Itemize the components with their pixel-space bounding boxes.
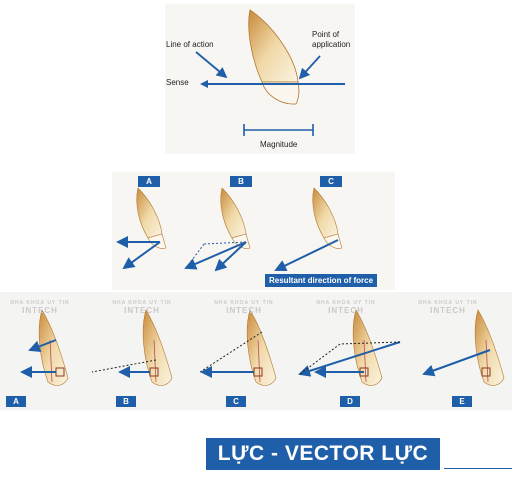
bottom-force-c-dashed (199, 331, 263, 373)
force-c-resultant (274, 239, 339, 272)
bottom-tooth-b (142, 309, 173, 386)
page-title: LỰC - VECTOR LỰC (206, 438, 440, 470)
top-tooth (248, 9, 300, 105)
bottom-force-b-dashed (91, 359, 157, 373)
force-b-dashed-1 (203, 241, 247, 245)
bottom-force-d-dashed-2 (299, 343, 341, 375)
middle-label-c: C (320, 176, 342, 187)
bottom-label-c: C (226, 396, 246, 407)
middle-tooth-a (136, 187, 167, 249)
force-b-dashed-2 (185, 243, 205, 269)
magnitude-bracket (243, 124, 314, 136)
label-magnitude: Magnitude (260, 140, 298, 149)
bottom-label-e: E (452, 396, 472, 407)
bottom-force-d-resultant (298, 341, 401, 377)
resultant-direction-label: Resultant direction of force (265, 274, 378, 287)
bottom-tooth-c (246, 309, 277, 386)
bottom-tooth-d (352, 309, 383, 386)
bottom-tooth-a (38, 309, 69, 386)
force-b-resultant (184, 241, 247, 270)
title-underline (444, 468, 512, 469)
middle-tooth-b (220, 187, 251, 249)
middle-label-b: B (230, 176, 252, 187)
label-sense: Sense (166, 78, 189, 87)
sense-arrowhead (200, 80, 208, 88)
label-line-of-action: Line of action (166, 40, 214, 49)
middle-label-a: A (138, 176, 160, 187)
force-b-component (214, 241, 247, 272)
point-of-application-arrow (298, 55, 321, 80)
bottom-tooth-e (474, 309, 505, 386)
bottom-force-e-resultant (422, 349, 491, 377)
bottom-label-d: D (340, 396, 360, 407)
bottom-label-b: B (116, 396, 136, 407)
force-a-diagonal (122, 241, 161, 270)
label-point-of-1: Point of (312, 30, 340, 39)
label-point-of-2: application (312, 40, 351, 49)
bottom-force-a-upper (28, 339, 57, 353)
line-of-action-arrow (195, 51, 228, 79)
bottom-label-a: A (6, 396, 26, 407)
middle-tooth-c (312, 187, 343, 249)
